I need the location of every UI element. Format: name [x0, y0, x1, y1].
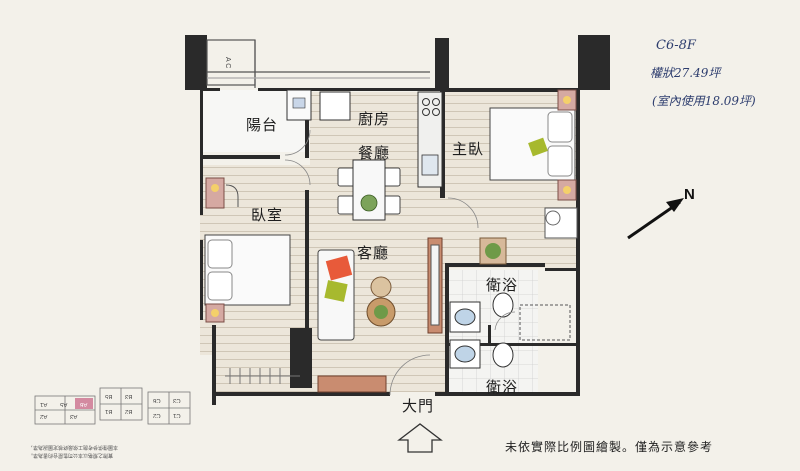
key-unit-b5: B5 [105, 393, 113, 399]
door-swings [284, 129, 516, 396]
shoe-cabinet [317, 375, 387, 393]
entrance-arrow-icon [397, 423, 443, 453]
washer-icon [286, 89, 351, 121]
kitchen-counter [417, 91, 443, 188]
handwritten-indoor-area: (室內使用18.09坪) [652, 94, 756, 108]
key-unit-b2: B2 [125, 408, 133, 414]
north-arrow-icon [627, 198, 684, 240]
key-unit-b3: B3 [125, 393, 133, 399]
key-unit-c3: C3 [173, 397, 181, 403]
handwritten-unit-code: C6-8F [656, 38, 696, 53]
handwritten-total-area: 權狀27.49坪 [650, 66, 721, 80]
bathroom-fixtures [449, 292, 571, 369]
room-label-kitchen: 廚房 [358, 110, 391, 128]
key-unit-a3: A3 [70, 413, 78, 419]
key-unit-c2: C2 [153, 412, 161, 418]
ac-unit-mark: A C [224, 57, 231, 68]
key-unit-a2: A2 [40, 413, 48, 419]
walls [185, 35, 610, 405]
key-plan-grid [34, 387, 191, 425]
key-unit-a6-highlighted: A6 [80, 401, 88, 407]
master-nightstands [544, 89, 578, 239]
room-label-bathroom-2: 衛浴 [486, 378, 519, 396]
key-unit-b1: B1 [105, 408, 113, 414]
legal-note-2: 實際之規格以本公司售屋合約書為準。 [28, 452, 114, 458]
room-label-master-bedroom: 主臥 [452, 140, 485, 158]
dining-table [337, 159, 401, 221]
room-label-bedroom: 臥室 [251, 206, 284, 224]
balcony-frame [206, 39, 430, 88]
room-label-bathroom-1: 衛浴 [486, 276, 519, 294]
legal-note-1: 本圖僅供參考施工依最終核定圖說為準， [28, 444, 119, 450]
tv-cabinet [427, 237, 443, 334]
key-unit-a1: A1 [40, 401, 48, 407]
key-unit-a5: A5 [60, 401, 68, 407]
scale-disclaimer: 未依實際比例圖繪製。僅為示意參考 [505, 440, 714, 454]
room-label-balcony: 陽台 [246, 116, 279, 134]
key-unit-c6: C6 [153, 397, 161, 403]
master-bed [489, 107, 576, 181]
bedroom-bed [204, 177, 291, 323]
sofa [317, 249, 355, 341]
room-label-living-room: 客廳 [357, 244, 390, 262]
coffee-table [366, 276, 396, 327]
room-label-entrance: 大門 [402, 397, 435, 415]
room-label-dining: 餐廳 [358, 144, 391, 162]
key-unit-c1: C1 [173, 412, 181, 418]
wardrobe [225, 368, 300, 384]
north-label: N [684, 186, 695, 203]
plant-icon [479, 237, 507, 265]
